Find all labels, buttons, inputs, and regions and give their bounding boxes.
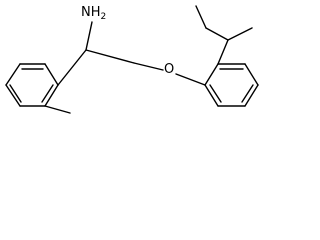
ch2-to-oxygen-bond <box>133 62 164 71</box>
right-benzene-ring <box>204 63 259 107</box>
ch-to-ch2-bond <box>85 49 135 64</box>
methyl-bond <box>44 105 71 114</box>
left-benzene-ring <box>5 63 59 107</box>
amine-symbol: NH <box>81 5 101 20</box>
ether-oxygen-label: O <box>164 62 175 77</box>
ring-to-ch-bond <box>57 49 87 86</box>
ch-to-nh2-bond <box>85 21 93 51</box>
molecule-skeleton <box>5 5 259 114</box>
amine-group-label: NH2 <box>81 5 107 22</box>
oxygen-to-ring-bond <box>175 73 206 86</box>
chemical-structure-canvas: NH2 O <box>5 5 259 114</box>
sec-butyl-group <box>195 5 253 65</box>
amine-subscript: 2 <box>100 12 107 22</box>
